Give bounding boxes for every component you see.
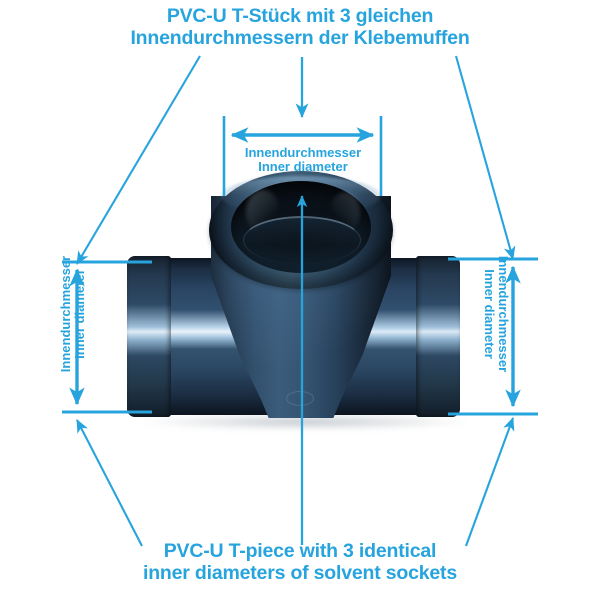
bottom-caption-line-2: inner diameters of solvent sockets <box>143 561 457 584</box>
top-dimension-label-de: Innendurchmesser <box>244 145 362 160</box>
right-dimension-label: Innendurchmesser Inner diameter <box>482 234 512 394</box>
left-dimension-label: Innendurchmesser Inner diameter <box>57 234 87 394</box>
top-dimension-label: Innendurchmesser Inner diameter <box>232 145 374 175</box>
bottom-caption-line-1: PVC-U T-piece with 3 identical <box>163 540 437 562</box>
right-dimension-label-en: Inner diameter <box>482 269 497 359</box>
bottom-caption: PVC-U T-piece with 3 identical inner dia… <box>0 540 600 585</box>
right-socket-collar <box>416 256 460 417</box>
top-dimension-label-en: Inner diameter <box>258 159 348 175</box>
contact-shadow <box>140 414 470 430</box>
left-dimension-label-en: Inner diameter <box>72 269 87 359</box>
left-socket-collar <box>127 256 171 417</box>
left-dimension-label-de: Innendurchmesser <box>57 255 73 373</box>
socket-internal-shoulder <box>243 216 361 264</box>
right-dimension-label-de: Innendurchmesser <box>496 255 512 373</box>
title-line-2: Innendurchmessern der Klebemuffen <box>130 26 470 49</box>
title-line-1: PVC-U T-Stück mit 3 gleichen <box>166 5 434 27</box>
page-title: PVC-U T-Stück mit 3 gleichen Innendurchm… <box>0 5 600 50</box>
moulding-mark <box>286 391 314 406</box>
